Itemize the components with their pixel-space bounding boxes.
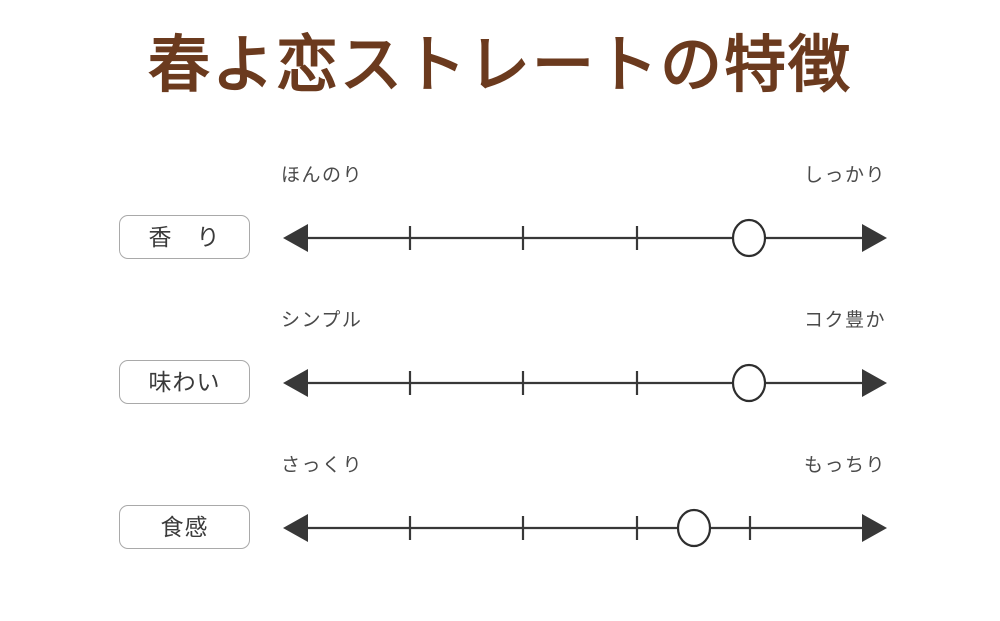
scale-right-endpoint-label: しっかり bbox=[803, 165, 886, 186]
scale-axis bbox=[283, 218, 887, 258]
arrow-right-icon bbox=[862, 514, 887, 542]
arrow-left-icon bbox=[283, 369, 308, 397]
arrow-right-icon bbox=[862, 369, 887, 397]
scale-row: 味わい シンプル コク豊か bbox=[0, 303, 1000, 423]
scale-left-endpoint-label: さっくり bbox=[281, 455, 364, 476]
scale-marker[interactable] bbox=[676, 508, 712, 548]
scale-axis bbox=[283, 508, 887, 548]
attribute-label-text: 食感 bbox=[160, 513, 209, 540]
scale-axis bbox=[283, 363, 887, 403]
arrow-right-icon bbox=[862, 224, 887, 252]
scale-left-endpoint-label: シンプル bbox=[281, 310, 363, 331]
scale-right-endpoint-label: もっちり bbox=[803, 455, 886, 476]
arrow-left-icon bbox=[283, 224, 308, 252]
attribute-label-box: 食感 bbox=[119, 505, 250, 549]
attribute-label-text: 香 り bbox=[148, 223, 221, 250]
scale-left-endpoint-label: ほんのり bbox=[281, 165, 364, 186]
scale-row: 香 り ほんのり しっかり bbox=[0, 158, 1000, 278]
attribute-label-box: 香 り bbox=[119, 215, 250, 259]
scale-marker[interactable] bbox=[731, 218, 767, 258]
arrow-left-icon bbox=[283, 514, 308, 542]
attribute-label-box: 味わい bbox=[119, 360, 250, 404]
scale-row: 食感 さっくり もっちり bbox=[0, 448, 1000, 568]
attribute-label-text: 味わい bbox=[148, 368, 221, 395]
page-title: 春よ恋ストレートの特徴 bbox=[147, 32, 852, 100]
scale-marker[interactable] bbox=[731, 363, 767, 403]
scale-right-endpoint-label: コク豊か bbox=[803, 310, 886, 331]
